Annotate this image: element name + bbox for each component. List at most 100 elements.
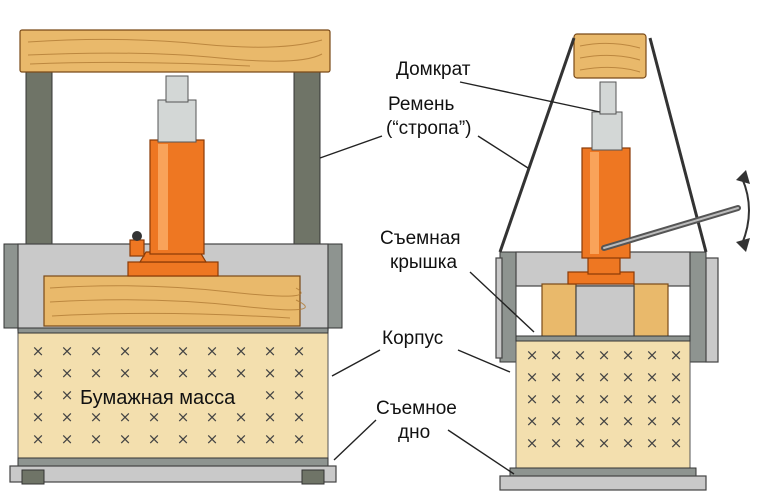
x-mark: × — [574, 346, 587, 364]
x-mark: × — [550, 390, 563, 408]
leader-bottom-left — [333, 419, 377, 461]
jack2-screw — [599, 81, 617, 115]
jack-screw — [165, 75, 189, 103]
x-mark: × — [293, 386, 306, 404]
x-mark: × — [293, 430, 306, 448]
x-mark-grid-left: ××××××××××××××××××××××××××××××××××××××××… — [32, 342, 306, 448]
right-post — [293, 67, 321, 245]
x-mark: × — [670, 368, 683, 386]
x-mark: × — [90, 408, 103, 426]
removable-bottom-right — [509, 467, 697, 477]
x-mark: × — [177, 342, 190, 360]
x-mark: × — [526, 434, 539, 452]
leader-bottom-right — [447, 429, 515, 475]
x-mark: × — [235, 364, 248, 382]
x-mark: × — [148, 342, 161, 360]
x-mark: × — [646, 346, 659, 364]
x-mark: × — [90, 364, 103, 382]
x-mark: × — [293, 364, 306, 382]
left-press: ××××××××××××××××××××××××××××××××××××××××… — [3, 29, 343, 485]
label-strap-1: Ремень — [388, 94, 455, 115]
strap-left — [498, 37, 576, 253]
label-bottom-2: дно — [398, 422, 430, 443]
x-mark: × — [90, 342, 103, 360]
x-mark: × — [646, 368, 659, 386]
x-mark: × — [526, 368, 539, 386]
jack-base — [127, 261, 219, 277]
x-mark: × — [119, 408, 132, 426]
x-mark: × — [61, 342, 74, 360]
x-mark: × — [293, 408, 306, 426]
x-mark: × — [264, 342, 277, 360]
x-mark: × — [293, 342, 306, 360]
x-mark: × — [148, 408, 161, 426]
x-mark: × — [61, 364, 74, 382]
x-mark: × — [206, 342, 219, 360]
x-mark: × — [574, 434, 587, 452]
lid-block-right — [633, 283, 669, 339]
curved-double-arrow-icon — [736, 170, 750, 252]
x-mark: × — [550, 412, 563, 430]
x-mark: × — [148, 364, 161, 382]
label-bottom-1: Съемное — [376, 398, 457, 419]
x-mark: × — [119, 364, 132, 382]
jack-valve-knob — [132, 231, 142, 241]
top-beam — [19, 29, 331, 73]
x-mark: × — [32, 342, 45, 360]
x-mark: × — [622, 412, 635, 430]
x-mark: × — [264, 408, 277, 426]
leader-lid — [469, 271, 535, 333]
x-mark: × — [32, 386, 45, 404]
x-mark: × — [670, 390, 683, 408]
x-mark: × — [264, 430, 277, 448]
jack2-highlight — [590, 152, 599, 254]
label-lid-1: Съемная — [380, 228, 461, 249]
top-block-grain — [579, 42, 641, 73]
x-mark: × — [148, 430, 161, 448]
x-mark: × — [670, 434, 683, 452]
body-rim — [17, 327, 329, 334]
label-body: Корпус — [382, 328, 443, 349]
x-mark: × — [235, 430, 248, 448]
x-mark: × — [646, 390, 659, 408]
label-strap-2: (“стропа”) — [386, 118, 472, 139]
x-mark: × — [646, 434, 659, 452]
x-mark: × — [235, 408, 248, 426]
right-press: ××××××××××××××××××××××××××××××××××× — [495, 33, 750, 491]
x-mark: × — [90, 430, 103, 448]
callouts: Домкрат Ремень (“стропа”) Съемная крышка… — [319, 59, 601, 475]
x-mark: × — [526, 346, 539, 364]
x-mark: × — [61, 386, 74, 404]
x-mark: × — [177, 430, 190, 448]
leader-strap-right — [477, 135, 529, 169]
lid-gap — [575, 285, 635, 339]
x-mark: × — [61, 430, 74, 448]
label-lid-2: крышка — [390, 252, 458, 273]
x-mark: × — [61, 408, 74, 426]
x-mark: × — [574, 390, 587, 408]
x-mark: × — [550, 346, 563, 364]
x-mark: × — [670, 346, 683, 364]
x-mark: × — [264, 386, 277, 404]
leader-jack — [459, 81, 601, 113]
x-mark: × — [550, 368, 563, 386]
container-right-wall — [689, 251, 707, 363]
x-mark: × — [177, 364, 190, 382]
top-beam-grain — [27, 38, 323, 67]
side-plate-right — [705, 257, 719, 363]
side-plate-left — [495, 257, 503, 359]
strap-right — [648, 37, 708, 253]
jack-ram — [157, 99, 197, 143]
x-mark: × — [206, 408, 219, 426]
x-mark: × — [598, 434, 611, 452]
leader-strap-left — [319, 135, 383, 159]
base-plate-right — [499, 475, 707, 491]
x-mark: × — [32, 364, 45, 382]
x-mark: × — [622, 346, 635, 364]
x-mark: × — [574, 412, 587, 430]
x-mark: × — [598, 390, 611, 408]
foot-right — [301, 469, 325, 485]
x-mark: × — [646, 412, 659, 430]
